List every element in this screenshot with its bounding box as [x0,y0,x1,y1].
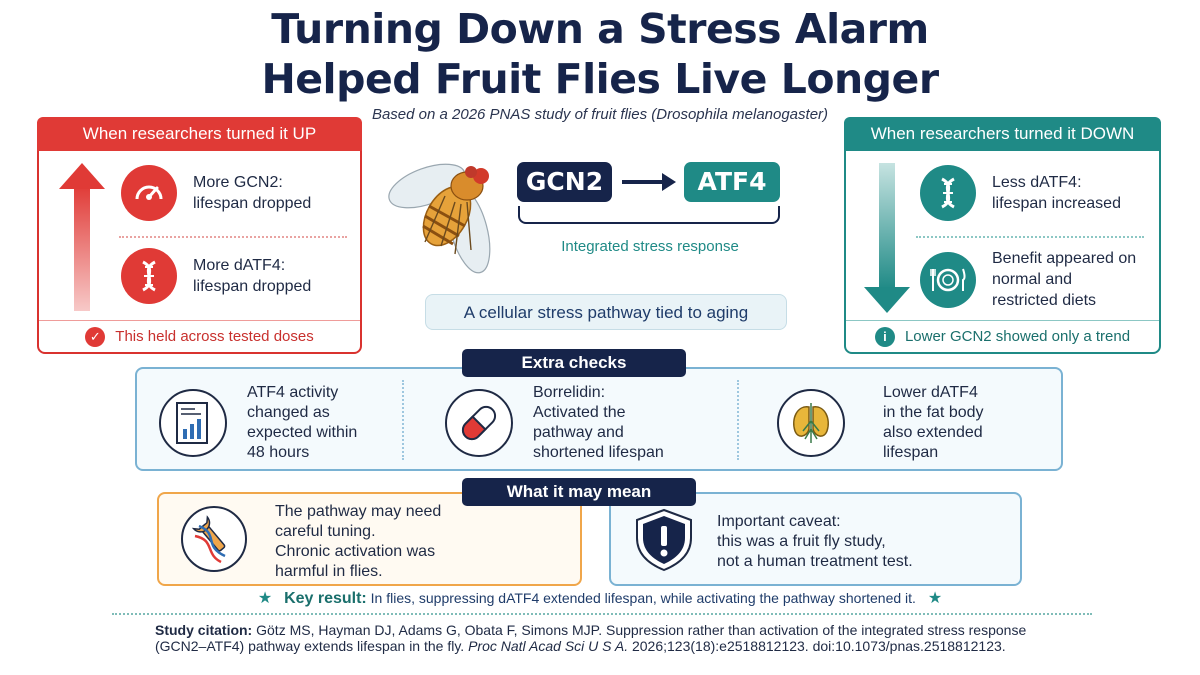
turned-up-footer-text: This held across tested doses [115,328,314,345]
turned-up-panel: When researchers turned it UP More GCN2:… [37,117,362,354]
more-datf4-line1: More dATF4: [193,257,286,274]
caveat-box: Important caveat: this was a fruit fly s… [609,492,1022,586]
divider [916,236,1144,238]
atf4-activity-item: ATF4 activity changed as expected within… [159,383,357,463]
caveat-line3: not a human treatment test. [717,553,913,570]
key-result-text: In flies, suppressing dATF4 extended lif… [370,590,916,606]
diet-benefit-line1: Benefit appeared on [992,250,1137,267]
fat-body-item: Lower dATF4 in the fat body also extende… [777,383,984,463]
key-result: ★ Key result: In flies, suppressing dATF… [0,588,1200,608]
turned-down-footer: i Lower GCN2 showed only a trend [846,320,1159,352]
turned-down-panel: When researchers turned it DOWN Less dAT… [844,117,1161,354]
more-gcn2-line1: More GCN2: [193,174,283,191]
citation-label: Study citation: [155,622,253,638]
atf4-activity-line1: ATF4 activity [247,384,339,401]
info-icon: i [874,326,895,347]
extra-checks-box [135,367,1063,471]
borrelidin-item: Borrelidin: Activated the pathway and sh… [445,383,664,463]
check-circle-icon: ✓ [85,326,106,347]
fat-body-line4: lifespan [883,444,939,461]
borrelidin-line3: pathway and [533,424,624,441]
extra-checks-header: Extra checks [462,349,686,377]
subtitle: Based on a 2026 PNAS study of fruit flie… [371,106,829,123]
pathway-label: Integrated stress response [561,238,739,255]
title-line-2: Helped Fruit Flies Live Longer [261,55,939,103]
careful-tuning-line1: The pathway may need [275,503,442,520]
report-chart-icon [159,389,227,457]
atf4-activity-line2: changed as [247,404,330,421]
more-datf4-item: More dATF4: lifespan dropped [121,248,311,304]
dna-icon [920,165,976,221]
fat-body-icon [777,389,845,457]
pathway-tagline: A cellular stress pathway tied to aging [425,294,787,330]
divider [112,613,1092,615]
gauge-icon [121,165,177,221]
down-arrow-icon [864,163,910,313]
star-icon: ★ [257,590,273,607]
dna-wrench-icon [181,506,247,572]
caveat-line2: this was a fruit fly study, [717,533,886,550]
more-datf4-line2: lifespan dropped [193,278,312,295]
up-arrow-icon [59,163,105,311]
caveat-line1: Important caveat: [717,513,841,530]
capsule-icon [445,389,513,457]
careful-tuning-line2: careful tuning. [275,523,376,540]
pathway-bracket [518,206,780,224]
more-gcn2-line2: lifespan dropped [193,195,312,212]
page-title: Turning Down a Stress Alarm Helped Fruit… [0,4,1200,104]
star-icon: ★ [927,590,943,607]
diet-benefit-line2: normal and [992,271,1073,288]
careful-tuning-line4: harmful in flies. [275,563,383,580]
fat-body-line1: Lower dATF4 [883,384,978,401]
diet-benefit-line3: restricted diets [992,292,1097,309]
gcn2-label: GCN2 [517,162,612,202]
turned-down-footer-text: Lower GCN2 showed only a trend [904,328,1131,345]
divider [119,236,347,238]
shield-alert-icon [636,508,692,572]
title-line-1: Turning Down a Stress Alarm [271,5,929,53]
turned-down-header: When researchers turned it DOWN [844,117,1161,151]
divider [402,380,404,460]
less-datf4-line1: Less dATF4: [992,174,1082,191]
careful-tuning-box: The pathway may need careful tuning. Chr… [157,492,582,586]
less-datf4-item: Less dATF4: lifespan increased [920,165,1121,221]
careful-tuning-line3: Chronic activation was [275,543,436,560]
fat-body-line3: also extended [883,424,983,441]
borrelidin-line4: shortened lifespan [533,444,664,461]
fat-body-line2: in the fat body [883,404,984,421]
plate-icon [920,251,976,308]
turned-up-footer: ✓ This held across tested doses [39,320,360,352]
borrelidin-line1: Borrelidin: [533,384,606,401]
fruit-fly-illustration [388,163,491,274]
arrow-right-icon [622,173,676,191]
citation-text-1: Götz MS, Hayman DJ, Adams G, Obata F, Si… [155,622,1027,654]
atf4-activity-line4: 48 hours [247,444,310,461]
key-result-label: Key result: [284,590,367,607]
atf4-label: ATF4 [684,162,780,202]
borrelidin-line2: Activated the [533,404,626,421]
meaning-header: What it may mean [462,478,696,506]
less-datf4-line2: lifespan increased [992,195,1121,212]
study-citation: Study citation: Götz MS, Hayman DJ, Adam… [155,622,1035,654]
more-gcn2-item: More GCN2: lifespan dropped [121,165,311,221]
diet-benefit-item: Benefit appeared on normal and restricte… [920,248,1136,311]
citation-text-2: 2026;123(18):e2518812123. doi:10.1073/pn… [628,638,1006,654]
dna-icon [121,248,177,304]
divider [737,380,739,460]
atf4-activity-line3: expected within [247,424,358,441]
turned-up-header: When researchers turned it UP [37,117,362,151]
citation-journal: Proc Natl Acad Sci U S A. [468,638,629,654]
